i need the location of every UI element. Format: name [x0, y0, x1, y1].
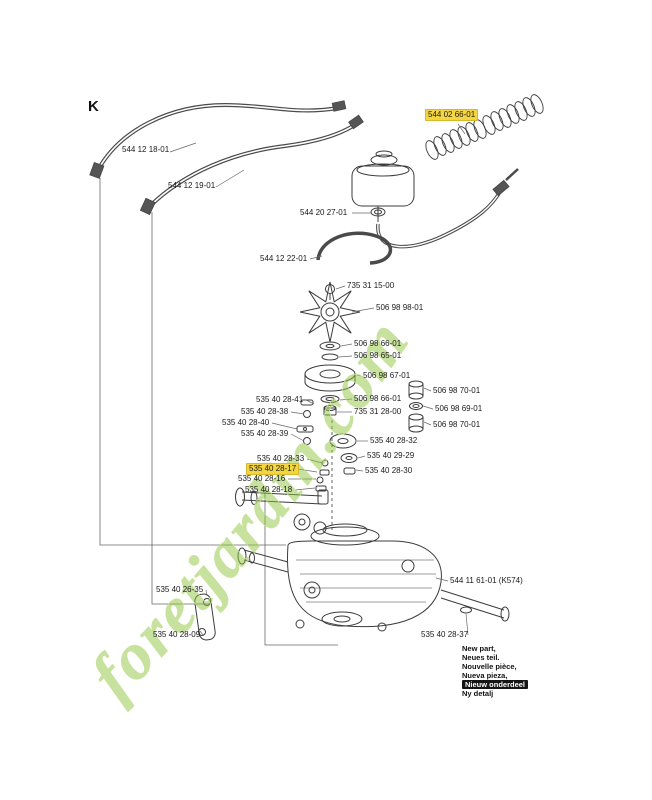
leader-lines: [169, 123, 469, 636]
fan-drawing: [299, 281, 361, 343]
section-label: K: [88, 98, 99, 115]
part-label: 535 40 28-38: [241, 407, 289, 416]
part-label: 506 98 65-01: [354, 351, 402, 360]
new-part-legend: New part, Neues teil. Nouvelle pièce, Nu…: [462, 644, 529, 698]
part-label: 506 98 69-01: [435, 404, 483, 413]
hose-loop-drawing: [316, 231, 393, 265]
part-label: 506 98 66-01: [354, 339, 402, 348]
part-label: 735 31 15-00: [347, 281, 395, 290]
tank-hose-drawing: [376, 168, 519, 249]
part-label: 535 40 28-30: [365, 466, 413, 475]
part-label: 544 12 18-01: [122, 145, 170, 154]
part-label: 544 12 19-01: [168, 181, 216, 190]
svg-text:foretjardin.com: foretjardin.com: [77, 305, 424, 712]
part-label: 535 40 28-16: [238, 474, 286, 483]
watermark-text: foretjardin.com: [76, 305, 421, 713]
part-label: 544 20 27-01: [300, 208, 348, 217]
legend-line-highlighted: Nieuw onderdeel: [462, 680, 529, 689]
part-label: 535 40 28-32: [370, 436, 418, 445]
part-label: 535 40 28-33: [257, 454, 305, 463]
part-label: 506 98 70-01: [433, 386, 481, 395]
part-label: 544 11 61-01 (K574): [450, 576, 523, 585]
part-label: 535 40 28-09: [153, 630, 201, 639]
part-label: 506 98 66-01: [354, 394, 402, 403]
part-label: 535 40 29-29: [367, 451, 415, 460]
legend-line: Neues teil.: [462, 653, 500, 662]
legend-line: Nouvelle pièce,: [462, 662, 517, 671]
part-label: 506 98 98-01: [376, 303, 424, 312]
part-label: 506 98 70-01: [433, 420, 481, 429]
small-parts-drawing: [296, 399, 314, 445]
legend-line: Ny detalj: [462, 689, 494, 698]
part-label: 506 98 67-01: [363, 371, 411, 380]
part-label: 544 12 22-01: [260, 254, 308, 263]
reservoir-tank-drawing: [351, 150, 415, 222]
watermark: foretjardin.com: [76, 305, 424, 713]
pulley-stack-drawing: [304, 341, 356, 530]
part-label-highlighted: 535 40 28-17: [246, 463, 300, 475]
part-label: 535 40 28-37: [421, 630, 469, 639]
legend-line: New part,: [462, 644, 496, 653]
idler-assembly-drawing: [315, 433, 358, 492]
bolt-drawing: [325, 284, 335, 300]
part-label: 535 40 26-35: [156, 585, 204, 594]
part-label: 735 31 28-00: [354, 407, 402, 416]
part-label: 535 40 28-18: [245, 485, 293, 494]
part-label-highlighted: 544 02 66-01: [425, 109, 479, 121]
part-label: 535 40 28-40: [222, 418, 270, 427]
part-label: 535 40 28-39: [241, 429, 289, 438]
part-label: 535 40 28-41: [256, 395, 304, 404]
leader-frame-lines: [99, 178, 338, 646]
fitting-column-drawing: [408, 380, 424, 433]
hose-drawing: [89, 100, 364, 216]
legend-line: Nueva pieza,: [462, 671, 508, 680]
spring-drawing: [425, 94, 544, 160]
